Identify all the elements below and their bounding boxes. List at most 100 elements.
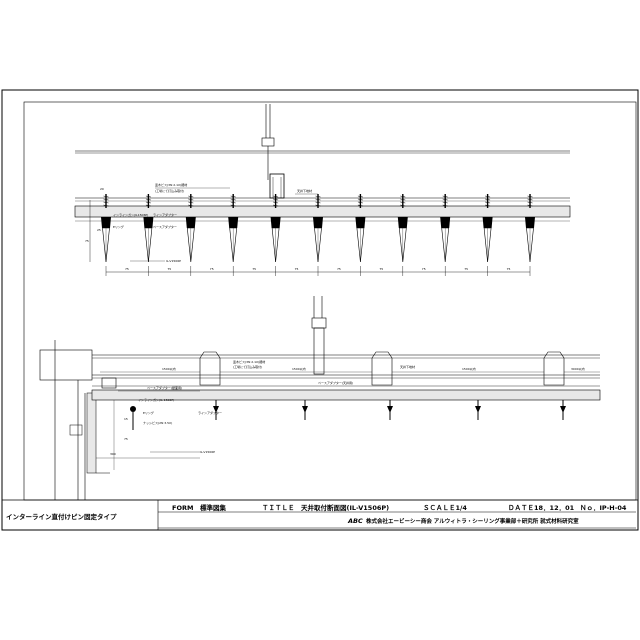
top-pin xyxy=(185,194,196,263)
top-pin-thread xyxy=(485,195,491,198)
bottom-hanger-bolt xyxy=(313,327,325,375)
bottom-pin-head xyxy=(387,406,393,413)
top-pin-thread xyxy=(145,204,151,207)
top-pin-thread xyxy=(230,198,236,201)
number-label: Ｎｏ．IP-H-04 xyxy=(580,504,627,512)
bottom-ceiling-base-label: 天井下地材 xyxy=(400,364,415,369)
top-pin-thread xyxy=(273,195,279,198)
top-ceiling-board xyxy=(74,205,571,218)
top-pin-thread xyxy=(315,195,321,198)
bottom-pitch-mid: 1500以内 xyxy=(292,366,306,371)
top-pin-adapter xyxy=(355,217,366,228)
bottom-pin-head xyxy=(560,406,566,413)
top-pin-thread xyxy=(527,198,533,201)
top-line-adapter-label: ラインアダプター xyxy=(153,212,177,217)
top-inline-label: インラインガン(IL1506P) xyxy=(113,212,148,217)
top-dim-25: 25 xyxy=(97,228,101,232)
top-base-adapter-label: ベースアダプター xyxy=(153,224,177,229)
top-pitch-label: 75 xyxy=(464,267,468,271)
top-pin xyxy=(143,194,154,263)
top-pin xyxy=(228,194,239,263)
top-pin xyxy=(355,194,366,263)
bottom-corner-pin-head xyxy=(130,406,136,412)
top-pin-thread xyxy=(145,195,151,198)
bottom-pin xyxy=(302,400,308,420)
bottom-screw-sub: (工場にて打込み取付) xyxy=(233,364,262,369)
top-model-label: IL-V1506P xyxy=(166,259,181,263)
top-pin-adapter xyxy=(313,217,323,228)
top-pin-thread xyxy=(485,204,491,207)
top-pin-thread xyxy=(273,198,279,201)
bottom-ceiling-board xyxy=(91,389,601,401)
top-pin-thread xyxy=(188,195,194,198)
bottom-wall-finish xyxy=(86,392,97,474)
top-pin-thread xyxy=(103,201,109,204)
top-pin-thread xyxy=(145,198,151,201)
top-pin-thread xyxy=(400,204,406,207)
top-pin-adapter xyxy=(143,217,154,228)
top-pitch-label: 75 xyxy=(337,267,341,271)
top-pin-thread xyxy=(357,201,363,204)
top-pin-thread xyxy=(188,201,194,204)
bottom-screw-label: 皿木ビス(3N 2.1X)細材 xyxy=(233,359,265,364)
top-pin xyxy=(313,194,323,263)
company-logo: ABC xyxy=(347,517,363,525)
top-pitch-label: 75 xyxy=(167,267,171,271)
inner-frame xyxy=(23,101,637,501)
form-label: FORM 標準図集 xyxy=(172,503,226,512)
top-pin-thread xyxy=(103,198,109,201)
bottom-pin xyxy=(560,400,566,420)
top-ceiling-base-label: 天井下地材 xyxy=(297,188,312,193)
bottom-model-label: IL-V1506P xyxy=(200,450,215,454)
bottom-joist-3 xyxy=(543,351,565,386)
company-label: 株式会社エービーシー商会 アルウィトラ・シーリング事業部＋研究所 就式材料研究室 xyxy=(366,517,579,525)
top-pin-thread xyxy=(273,201,279,204)
top-pin-thread xyxy=(145,201,151,204)
bottom-wall-block xyxy=(39,349,93,381)
top-dim-20: 20 xyxy=(100,187,104,191)
bottom-dim-75: 75 xyxy=(124,437,128,441)
bottom-base-adapter-side-label: ベースアダプター(壁面用) xyxy=(147,385,182,390)
bottom-section: 1500以内 1500以内 1500以内 3000以内 皿木ビス(3N 2.1X… xyxy=(39,296,601,500)
top-pitch-label: 75 xyxy=(252,267,256,271)
top-pin-thread xyxy=(103,204,109,207)
top-pin xyxy=(270,194,281,263)
bottom-dim-15: 15 xyxy=(124,417,128,421)
bottom-hanger-clip xyxy=(311,317,327,329)
top-pin-thread xyxy=(442,195,448,198)
bottom-pins xyxy=(213,400,566,420)
bottom-line-adapter-label: ラインアダプター xyxy=(198,410,222,415)
bottom-screw-side-label: ナッシビス(2N 3.5X) xyxy=(143,420,172,425)
outer-frame xyxy=(1,89,639,531)
top-pin-thread xyxy=(315,204,321,207)
top-pin-thread xyxy=(230,204,236,207)
top-pin-thread xyxy=(485,198,491,201)
top-channel xyxy=(269,173,285,199)
bottom-joist-2 xyxy=(371,351,393,386)
date-label: ＤＡＴＥ18．12．01 xyxy=(508,504,575,512)
top-pitch-label: 75 xyxy=(422,267,426,271)
top-pin xyxy=(482,194,493,263)
bottom-base-adapter-label: ベースアダプター(天井用) xyxy=(318,380,353,385)
top-pin-thread xyxy=(527,195,533,198)
bottom-corner-joist xyxy=(101,377,117,389)
title-label: ＴＩＴＬＥ 天井取付断面図(IL-V1506P) xyxy=(262,503,389,512)
top-pin-thread xyxy=(400,198,406,201)
top-pin-thread xyxy=(400,195,406,198)
top-pitch-label: 75 xyxy=(379,267,383,271)
top-pin-adapter xyxy=(440,217,451,228)
bottom-pitch-right: 1500以内 xyxy=(462,366,476,371)
top-pitch-label: 75 xyxy=(210,267,214,271)
top-pin-adapter xyxy=(270,217,281,228)
top-pin-thread xyxy=(357,198,363,201)
top-pin-thread xyxy=(230,195,236,198)
bottom-dim-300: 300 xyxy=(110,452,116,456)
top-pitch-label: 75 xyxy=(125,267,129,271)
bottom-pin-head xyxy=(475,406,481,413)
bottom-ring-label: Eリング xyxy=(143,410,154,415)
top-pin-thread xyxy=(188,198,194,201)
bottom-wall-clip xyxy=(69,424,83,436)
top-pin-thread xyxy=(273,204,279,207)
bottom-inline-label: インラインガン(IL 1506P) xyxy=(138,397,174,402)
